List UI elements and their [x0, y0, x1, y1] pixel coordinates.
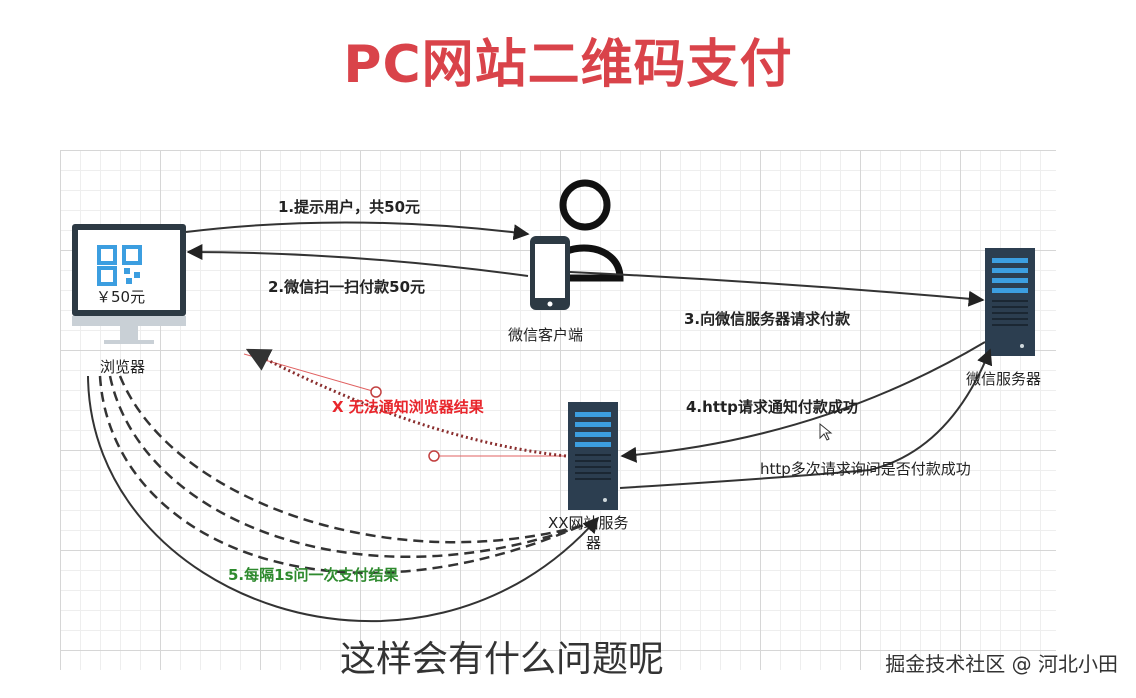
server-icon	[985, 248, 1035, 356]
xx-server-label: XX网站服务	[548, 514, 629, 532]
edge-step2	[186, 244, 529, 277]
edge-label-step2: 2.微信扫一扫付款50元	[268, 278, 426, 296]
edge-step5-dashed	[108, 375, 593, 559]
edge-label-step1: 1.提示用户，共50元	[278, 198, 421, 216]
edge-label-step5: 5.每隔1s问一次支付结果	[228, 566, 399, 584]
edge-polling	[619, 348, 993, 489]
xx-server-label-line2: 器	[586, 534, 602, 552]
edge-step1	[185, 221, 530, 241]
video-subtitle: 这样会有什么问题呢	[340, 639, 665, 680]
edge-label-step4: 4.http请求通知付款成功	[686, 398, 858, 416]
edge-label-polling: http多次请求询问是否付款成功	[760, 460, 971, 478]
red-guide-line	[243, 353, 377, 393]
cursor-icon	[819, 422, 833, 441]
edge-step5-solid	[87, 375, 600, 623]
wechat-server-label: 微信服务器	[966, 370, 1042, 388]
edge-step3	[569, 271, 985, 307]
edge-step5-dashed	[118, 375, 589, 544]
wechat-client-label: 微信客户端	[508, 326, 584, 344]
phone-icon	[530, 236, 570, 310]
edge-step4	[620, 341, 986, 463]
edge-label-cannot-notify: X 无法通知浏览器结果	[332, 398, 484, 416]
red-guide-handle	[370, 386, 382, 398]
server-icon	[568, 402, 618, 510]
edge-label-step3: 3.向微信服务器请求付款	[684, 310, 851, 328]
red-guide-handle	[428, 450, 440, 462]
edge-cannot-notify	[245, 348, 567, 458]
watermark: 掘金技术社区 @ 河北小田	[885, 652, 1118, 676]
qr-code-icon	[97, 245, 142, 286]
browser-price: ￥50元	[96, 288, 146, 306]
page-title: PC网站二维码支付	[343, 35, 793, 95]
browser-label: 浏览器	[100, 358, 146, 376]
edge-step5-dashed	[98, 375, 595, 575]
